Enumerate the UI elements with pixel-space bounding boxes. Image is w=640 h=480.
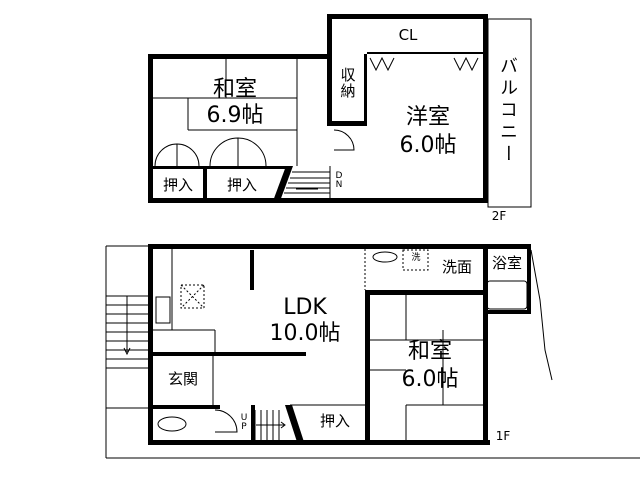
- room-youshitsu-size: 6.0帖: [399, 133, 457, 158]
- room-oshiire-2f-1: 押入: [162, 176, 193, 194]
- room-washitsu-2f-name: 和室: [212, 77, 257, 102]
- room-senmen: 洗面: [441, 258, 472, 276]
- room-ldk-name: LDK: [283, 295, 327, 320]
- room-genkan: 玄関: [167, 370, 198, 388]
- stairs-down-label: D N: [335, 171, 343, 191]
- room-bath: 浴室: [491, 254, 522, 272]
- room-washitsu-1f-name: 和室: [407, 339, 452, 364]
- room-oshiire-2f-2: 押入: [226, 176, 257, 194]
- washer-label: 洗: [411, 253, 421, 263]
- room-oshiire-1f: 押入: [319, 412, 350, 430]
- floor-label-1f: 1F: [495, 429, 511, 443]
- floor-label-2f: 2F: [491, 209, 507, 223]
- room-storage: 収 納: [340, 66, 356, 100]
- room-closet: CL: [398, 26, 418, 44]
- room-balcony: バルコニー: [497, 56, 518, 166]
- room-washitsu-1f-size: 6.0帖: [401, 367, 459, 392]
- room-washitsu-2f-size: 6.9帖: [206, 103, 264, 128]
- room-ldk-size: 10.0帖: [269, 321, 341, 346]
- room-youshitsu-name: 洋室: [405, 105, 450, 130]
- stairs-up-label: U P: [240, 413, 248, 433]
